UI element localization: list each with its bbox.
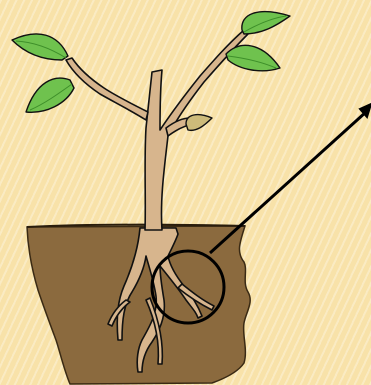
leaf-left <box>26 78 74 112</box>
leaf-bud <box>186 115 212 131</box>
leaf-top-right <box>242 12 290 34</box>
leaf-top-left <box>12 34 68 60</box>
stem <box>66 30 248 230</box>
leaf-right <box>226 45 280 70</box>
callout-arrow-line <box>210 112 366 253</box>
